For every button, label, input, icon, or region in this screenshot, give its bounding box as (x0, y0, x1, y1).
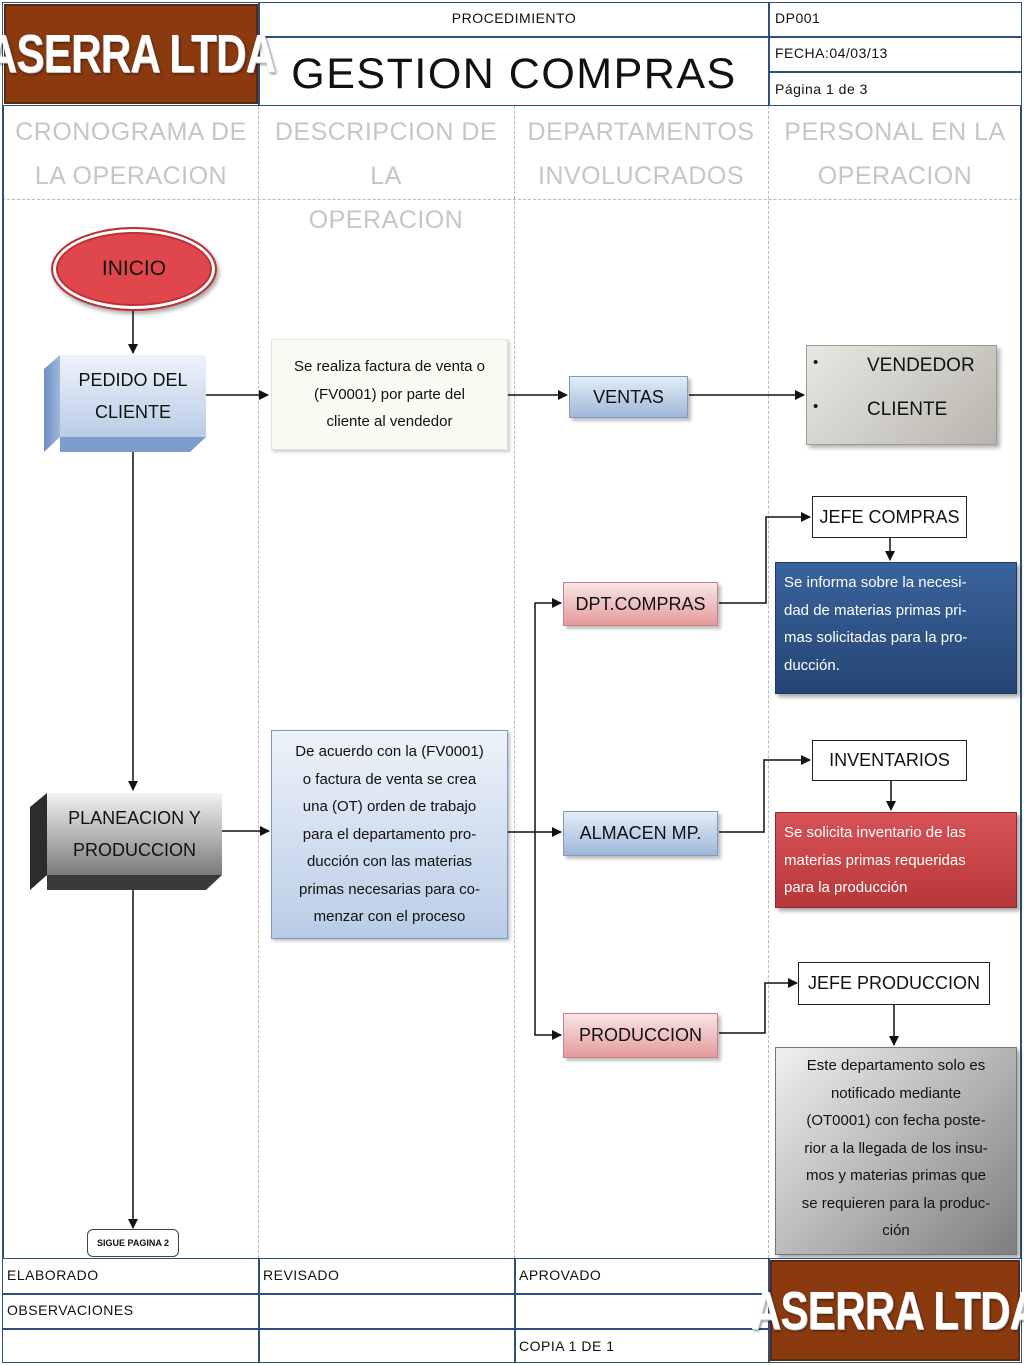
description-invoice: Se realiza factura de venta o (FV0001) p… (271, 339, 508, 450)
note-inventario: Se solicita inventario de las materias p… (775, 812, 1017, 908)
personnel-jefe-produccion: JEFE PRODUCCION (798, 962, 990, 1005)
note-inventario-line: Se solicita inventario de las (784, 824, 966, 841)
footer-revisado: REVISADO (263, 1267, 340, 1283)
document-date: FECHA:04/03/13 (775, 45, 888, 61)
personnel-sales-box: • VENDEDOR • CLIENTE (806, 345, 997, 445)
description-invoice-line: (FV0001) por parte del (314, 385, 465, 403)
step-planning-production-line2: PRODUCCION (72, 840, 196, 860)
department-produccion: PRODUCCION (563, 1013, 718, 1058)
page-title: GESTION COMPRAS (291, 50, 737, 98)
description-invoice-line: Se realiza factura de venta o (294, 358, 485, 376)
note-produccion-line: ción (882, 1222, 910, 1239)
department-almacen: ALMACEN MP. (563, 811, 718, 856)
description-invoice-line: cliente al vendedor (326, 413, 453, 431)
logo-text: ASERRA LTDA (0, 24, 276, 84)
document-code: DP001 (775, 10, 821, 26)
footer-elaborado: ELABORADO (7, 1267, 99, 1283)
description-work-order-line: ducción con las materias (306, 853, 473, 871)
note-produccion-line: notificado mediante (830, 1084, 962, 1102)
note-inventario-line: para la producción (784, 879, 908, 896)
company-logo: ASERRA LTDA (0, 4, 276, 104)
continue-page-label: SIGUE PAGINA 2 (96, 1238, 169, 1248)
note-compras-line: Se informa sobre la necesi- (784, 574, 967, 591)
personnel-cliente: CLIENTE (867, 399, 948, 420)
note-produccion: Este departamento solo es notificado med… (775, 1047, 1017, 1255)
note-compras-line: mas solicitadas para la pro- (784, 629, 968, 646)
step-planning-production-line1: PLANEACION Y (68, 808, 201, 828)
description-work-order-line: una (OT) orden de trabajo (302, 798, 477, 816)
note-produccion-line: se requieren para la produc- (801, 1194, 991, 1212)
step-customer-order-line2: CLIENTE (94, 402, 172, 422)
start-node: INICIO (51, 227, 217, 311)
personnel-vendedor: VENDEDOR (867, 355, 975, 376)
department-compras-label: DPT.COMPRAS (575, 593, 706, 614)
department-ventas-label: VENTAS (593, 386, 664, 407)
description-work-order-line: o factura de venta se crea (302, 770, 477, 788)
note-compras-line: dad de materias primas pri- (784, 601, 967, 619)
note-produccion-line: mos y materias primas que (805, 1167, 987, 1184)
footer-logo: ASERRA LTDA (751, 1260, 1024, 1361)
bullet-icon: • (813, 354, 819, 371)
continue-page-badge: SIGUE PAGINA 2 (87, 1229, 179, 1257)
note-compras: Se informa sobre la necesi- dad de mater… (775, 562, 1017, 694)
note-compras-line: ducción. (784, 656, 840, 674)
personnel-jefe-compras-label: JEFE COMPRAS (819, 506, 960, 527)
footer-frame (2, 1258, 1022, 1363)
procedure-label: PROCEDIMIENTO (451, 10, 577, 26)
footer-copia: COPIA 1 DE 1 (519, 1338, 615, 1354)
header-frame (2, 2, 1022, 106)
description-work-order: De acuerdo con la (FV0001) o factura de … (271, 730, 508, 939)
footer-aprobado: APROVADO (519, 1267, 602, 1283)
department-ventas: VENTAS (569, 376, 688, 418)
description-work-order-line: para el departamento pro- (302, 825, 477, 843)
step-customer-order-line1: PEDIDO DEL (78, 370, 188, 390)
personnel-jefe-produccion-label: JEFE PRODUCCION (807, 973, 980, 993)
description-work-order-line: primas necesarias para co- (299, 880, 480, 898)
note-inventario-line: materias primas requeridas (784, 851, 966, 869)
note-produccion-line: rior a la llegada de los insu- (804, 1139, 988, 1157)
note-produccion-line: Este departamento solo es (806, 1057, 986, 1074)
personnel-jefe-compras: JEFE COMPRAS (812, 496, 967, 538)
step-planning-production: PLANEACION Y PRODUCCION (30, 793, 222, 890)
footer-observaciones: OBSERVACIONES (7, 1302, 134, 1318)
bullet-icon: • (813, 398, 819, 415)
footer-logo-text: ASERRA LTDA (750, 1280, 1024, 1341)
description-work-order-line: De acuerdo con la (FV0001) (295, 743, 484, 761)
step-customer-order: PEDIDO DEL CLIENTE (44, 355, 206, 452)
start-label: INICIO (101, 257, 167, 280)
description-work-order-line: menzar con el proceso (313, 908, 466, 926)
note-produccion-line: (OT0001) con fecha poste- (806, 1112, 986, 1129)
personnel-inventarios-label: INVENTARIOS (829, 750, 950, 770)
page-number: Página 1 de 3 (775, 81, 868, 97)
department-almacen-label: ALMACEN MP. (579, 823, 702, 843)
department-compras: DPT.COMPRAS (563, 582, 718, 626)
personnel-inventarios: INVENTARIOS (812, 740, 967, 781)
department-produccion-label: PRODUCCION (578, 1025, 702, 1045)
